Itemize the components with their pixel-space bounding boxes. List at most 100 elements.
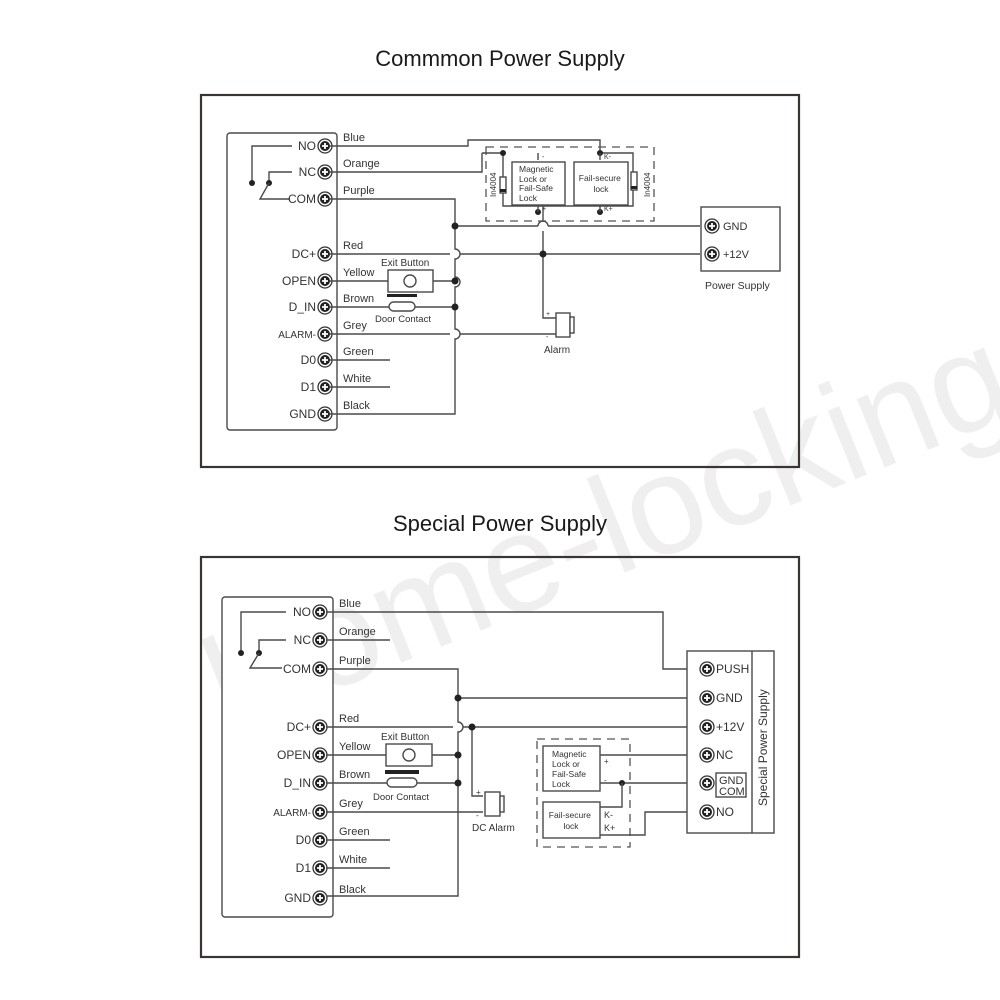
wire-color-label: Grey xyxy=(339,798,363,810)
psu-terminal-label: GND xyxy=(719,775,744,787)
failsecure-label: Fail-secure lock xyxy=(579,173,623,194)
terminal-label: D_IN xyxy=(289,300,316,314)
screw-terminal-icon xyxy=(699,719,715,735)
terminal-label: D_IN xyxy=(284,776,311,790)
wire-color-label: Purple xyxy=(339,655,371,667)
wire-color-label: Brown xyxy=(339,769,370,781)
svg-text:K-: K- xyxy=(604,154,612,161)
diagram-frame-special xyxy=(199,555,801,959)
screw-terminal-icon xyxy=(312,632,328,648)
psu-terminal-label: NC xyxy=(716,748,734,762)
failsecure-label-special: Fail-secure lock xyxy=(549,810,593,831)
relay-symbol-special xyxy=(238,611,286,669)
screw-terminal-icon xyxy=(312,890,328,906)
maglock-box-special xyxy=(542,745,601,792)
psu-terminal-label: GND xyxy=(723,221,748,233)
screw-terminal-icon xyxy=(312,747,328,763)
wire-color-label: White xyxy=(339,854,367,866)
svg-text:K+: K+ xyxy=(604,206,613,213)
wire-color-label: Green xyxy=(339,826,370,838)
wire-color-label: Brown xyxy=(343,293,374,305)
svg-text:Door Contact: Door Contact xyxy=(373,792,429,803)
screw-terminal-icon xyxy=(317,326,333,342)
svg-text:In4004: In4004 xyxy=(489,172,498,197)
psu-terminal-label: +12V xyxy=(723,249,750,261)
terminal-label: DC+ xyxy=(292,247,316,261)
svg-text:DC Alarm: DC Alarm xyxy=(472,823,515,834)
screw-terminal-icon xyxy=(317,138,333,154)
door-contact-component-special: Door Contact xyxy=(373,770,429,803)
screw-terminal-icon xyxy=(317,379,333,395)
screw-terminal-icon xyxy=(704,246,720,262)
svg-text:K-: K- xyxy=(604,810,613,820)
terminal-label: NO xyxy=(293,605,311,619)
svg-text:In4004: In4004 xyxy=(643,172,652,197)
psu-terminal-label: GND xyxy=(716,691,743,705)
psu-terminal-label: NO xyxy=(716,805,734,819)
screw-terminal-icon xyxy=(699,775,715,791)
terminal-label: OPEN xyxy=(277,748,311,762)
screw-terminal-icon xyxy=(317,164,333,180)
terminal-label: D1 xyxy=(296,861,312,875)
terminal-label: D0 xyxy=(301,353,317,367)
diode-right xyxy=(630,171,638,191)
wire-color-label: Black xyxy=(343,400,370,412)
diagram-title-special: Special Power Supply xyxy=(392,511,607,536)
wire-color-label: Blue xyxy=(343,132,365,144)
alarm-component: + - Alarm xyxy=(544,311,575,356)
svg-text:-: - xyxy=(546,334,549,341)
door-contact-component: Door Contact xyxy=(375,294,431,325)
wire-color-label: Red xyxy=(343,240,363,252)
svg-text:Exit Button: Exit Button xyxy=(381,258,429,269)
wire-purple-black-bus xyxy=(330,198,461,415)
terminal-label: COM xyxy=(283,662,311,676)
maglock-box xyxy=(511,161,566,206)
svg-text:-: - xyxy=(604,776,607,785)
screw-terminal-icon xyxy=(312,604,328,620)
svg-text:Alarm: Alarm xyxy=(544,345,570,356)
svg-text:Power Supply: Power Supply xyxy=(705,280,771,292)
terminal-label: OPEN xyxy=(282,274,316,288)
svg-text:+: + xyxy=(542,206,546,213)
exit-button-component: Exit Button xyxy=(381,258,434,293)
wire-color-label: Orange xyxy=(343,158,380,170)
lock-assembly-special: Magnetic Lock or Fail-Safe Lock Fail-sec… xyxy=(536,738,700,848)
screw-terminal-icon xyxy=(317,299,333,315)
terminal-label: NC xyxy=(299,165,317,179)
terminal-label: DC+ xyxy=(287,720,311,734)
dc-alarm-component: + - DC Alarm xyxy=(472,788,515,834)
screw-terminal-icon xyxy=(699,661,715,677)
screw-terminal-icon xyxy=(312,661,328,677)
wire-color-label: Green xyxy=(343,346,374,358)
svg-text:+: + xyxy=(604,757,609,766)
screw-terminal-icon xyxy=(317,273,333,289)
screw-terminal-icon xyxy=(699,804,715,820)
wire-color-label: Red xyxy=(339,713,359,725)
terminal-label: D0 xyxy=(296,833,312,847)
screw-terminal-icon xyxy=(317,406,333,422)
wire-alarm-plus xyxy=(542,206,556,319)
wire-color-label: Blue xyxy=(339,598,361,610)
common-power-supply-diagram: NOBlueNCOrangeCOMPurpleDC+RedOPENYellowD… xyxy=(199,93,801,469)
terminal-label: ALARM- xyxy=(273,808,311,819)
screw-terminal-icon xyxy=(704,218,720,234)
psu-terminal-label: PUSH xyxy=(716,662,749,676)
exit-button-component-special: Exit Button xyxy=(381,732,433,767)
wire-dcalarm-plus xyxy=(471,727,483,797)
wire-blue xyxy=(330,139,601,150)
relay-symbol xyxy=(249,145,292,200)
svg-text:K+: K+ xyxy=(604,823,615,833)
svg-text:-: - xyxy=(476,811,479,820)
screw-terminal-icon xyxy=(317,246,333,262)
psu-terminal-label: COM xyxy=(719,786,745,798)
diode-left xyxy=(499,176,507,194)
special-power-supply-diagram: NOBlueNCOrangeCOMPurpleDC+RedOPENYellowD… xyxy=(199,555,801,959)
screw-terminal-icon xyxy=(699,747,715,763)
diagram-frame-common xyxy=(199,93,801,469)
svg-text:Exit Button: Exit Button xyxy=(381,732,429,743)
wire-color-label: Grey xyxy=(343,320,367,332)
screw-terminal-icon xyxy=(312,860,328,876)
wire-blue-special xyxy=(326,611,700,670)
wire-color-label: Black xyxy=(339,884,366,896)
